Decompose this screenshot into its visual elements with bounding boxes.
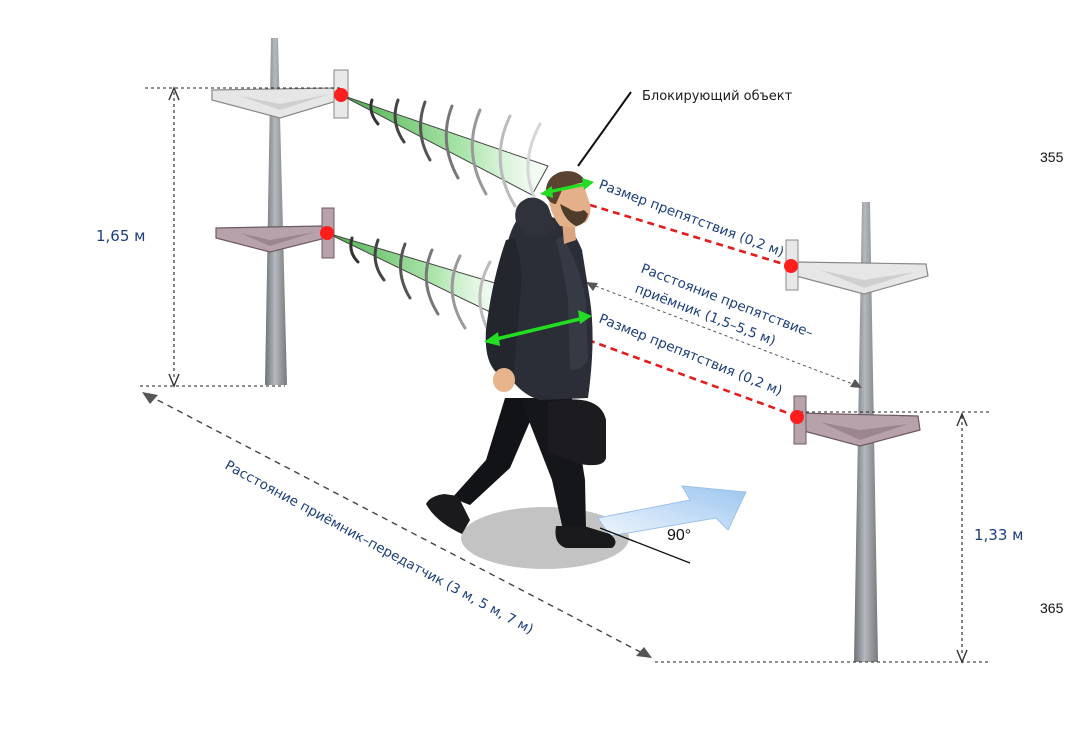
height-right-label: 1,33 м — [974, 526, 1023, 544]
direction-arrow-icon — [597, 485, 747, 537]
left-pole — [211, 38, 349, 385]
obstacle-size-top-label: Размер препятствия (0,2 м) — [597, 177, 787, 261]
top-obstacle-line — [589, 203, 791, 268]
left-top-bracket — [211, 87, 341, 119]
left-bottom-bracket — [215, 225, 327, 253]
obstacle-receiver-distance-line — [586, 282, 862, 388]
receiver-transmitter-distance-line — [142, 392, 652, 658]
walking-person-icon — [426, 171, 747, 569]
side-number-top: 355 — [1040, 149, 1064, 165]
blocking-object-leader-line — [577, 91, 632, 167]
top-beam — [340, 94, 549, 216]
side-number-bottom: 365 — [1040, 600, 1064, 616]
angle-label: 90° — [667, 527, 691, 544]
obstacle-size-bottom-label: Размер препятствия (0,2 м) — [597, 311, 785, 399]
left-height-dimension — [140, 86, 340, 388]
left-top-sensor-dot-icon — [334, 88, 348, 102]
bottom-obstacle-line — [587, 338, 797, 418]
blocking-object-label: Блокирующий объект — [642, 89, 793, 104]
height-left-label: 1,65 м — [96, 227, 145, 245]
person-shadow — [461, 507, 629, 569]
left-bottom-sensor-dot-icon — [320, 226, 334, 240]
body-size-arrow — [484, 310, 592, 346]
head-size-arrow — [540, 178, 594, 198]
right-top-sensor-dot-icon — [784, 259, 798, 273]
angle-reference-line — [599, 527, 691, 564]
right-bottom-sensor-dot-icon — [790, 410, 804, 424]
right-pole — [785, 202, 929, 662]
right-height-dimension — [655, 411, 990, 664]
right-bottom-bracket — [797, 412, 921, 447]
bottom-beam — [326, 232, 506, 342]
right-top-bracket — [794, 261, 929, 295]
